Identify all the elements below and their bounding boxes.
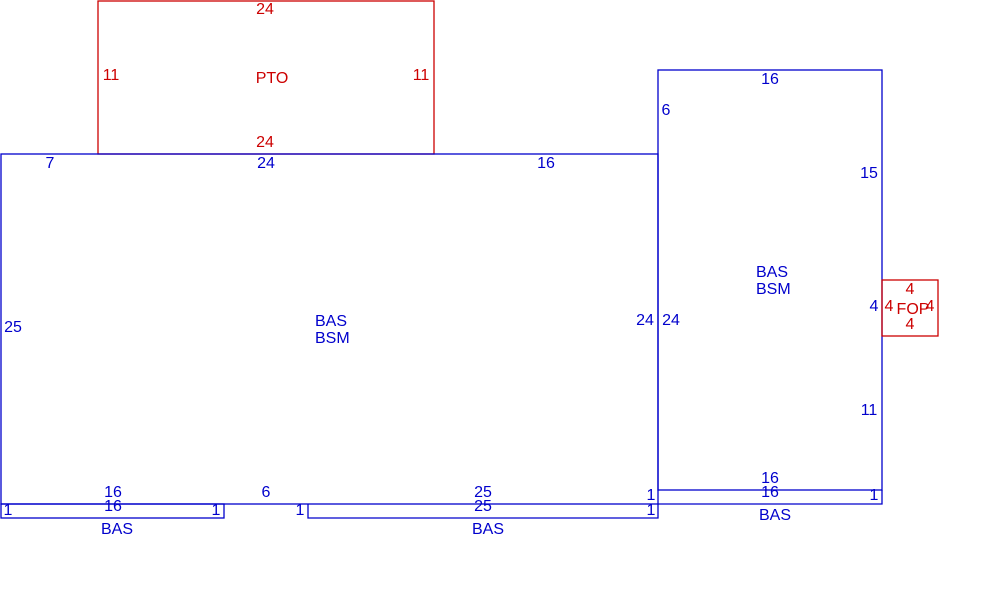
main-area-code-bas: BAS xyxy=(315,313,348,330)
main-dim-right: 24 xyxy=(636,312,654,329)
bottom-mid-area-code: BAS xyxy=(471,521,505,538)
bottom-gap-end-dim: 1 xyxy=(295,502,305,519)
east-dim-right-upper: 15 xyxy=(860,165,878,182)
bottom-right-bas-outline xyxy=(658,490,883,505)
main-area-code-bsm: BSM xyxy=(315,330,350,347)
bottom-mid-dim-bottom: 25 xyxy=(474,498,492,515)
bottom-mid-bas-outline xyxy=(307,504,659,519)
main-dim-top-right: 16 xyxy=(537,155,555,172)
bottom-gap-dim: 6 xyxy=(261,484,271,501)
bottom-mid-dim-right: 1 xyxy=(646,502,656,519)
fop-dim-right: 4 xyxy=(925,298,935,315)
fop-dim-bottom: 4 xyxy=(905,316,915,333)
bottom-left-area-code: BAS xyxy=(100,521,134,538)
fop-outline xyxy=(881,279,939,337)
main-dim-left: 25 xyxy=(4,319,22,336)
bottom-right-area-code: BAS xyxy=(758,507,792,524)
east-dim-right-mid: 4 xyxy=(869,298,879,315)
bottom-left-dim-top: 16 xyxy=(104,484,122,501)
bottom-left-dim-left: 1 xyxy=(3,502,13,519)
east-area-code-bas: BAS xyxy=(756,264,789,281)
east-dim-left-upper: 6 xyxy=(661,102,671,119)
fop-area-code: FOP xyxy=(896,301,930,318)
bottom-left-dim-bottom: 16 xyxy=(104,498,122,515)
pto-dim-left: 11 xyxy=(102,67,120,84)
east-dim-left: 24 xyxy=(662,312,680,329)
bottom-left-bas-outline xyxy=(0,503,225,519)
fop-dim-top: 4 xyxy=(905,281,915,298)
pto-area-code: PTO xyxy=(255,70,289,87)
fop-dim-left: 4 xyxy=(884,298,894,315)
east-area-code-bsm: BSM xyxy=(756,281,791,298)
main-dim-top-mid: 24 xyxy=(257,155,275,172)
main-dim-top-left: 7 xyxy=(45,155,55,172)
bottom-right-dim-right: 1 xyxy=(869,487,879,504)
east-dim-top: 16 xyxy=(761,71,779,88)
bottom-left-dim-right: 1 xyxy=(211,502,221,519)
pto-dim-bottom: 24 xyxy=(256,134,274,151)
pto-dim-right: 11 xyxy=(412,67,430,84)
bottom-right-dim-top: 16 xyxy=(761,470,779,487)
bottom-step-dim: 1 xyxy=(646,487,656,504)
bottom-mid-dim-top: 25 xyxy=(474,484,492,501)
pto-dim-top: 24 xyxy=(256,1,274,18)
east-dim-right-lower: 11 xyxy=(860,402,878,419)
bottom-right-dim-bottom: 16 xyxy=(761,484,779,501)
